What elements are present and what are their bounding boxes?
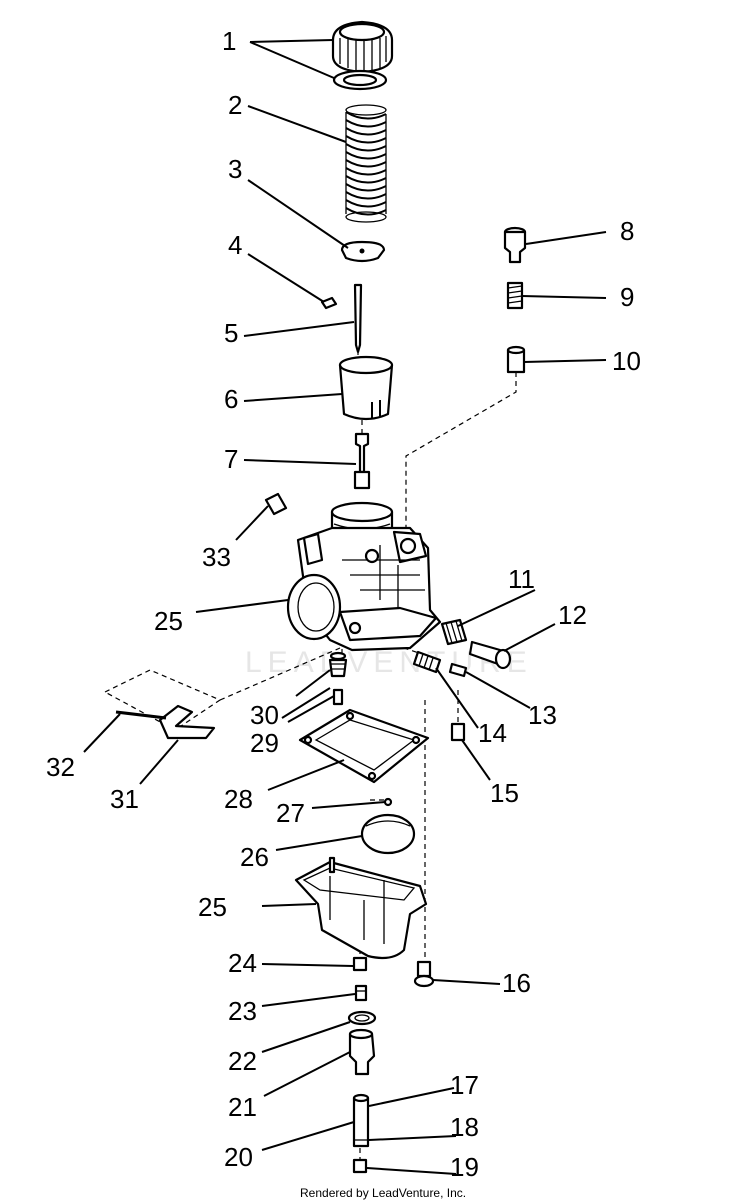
part-31-bracket [158, 704, 216, 740]
callout-19: 19 [450, 1152, 479, 1182]
part-13-screw [448, 662, 468, 678]
callout-29: 29 [250, 728, 279, 758]
callout-18: 18 [450, 1112, 479, 1142]
part-26-float [360, 813, 416, 855]
part-27-ball [383, 797, 393, 807]
callout-17: 17 [450, 1070, 479, 1100]
part-25-float-bowl [294, 856, 428, 960]
callout-5: 5 [224, 318, 238, 348]
leader-lines [83, 39, 607, 1175]
part-5-needle [353, 283, 363, 354]
part-16-screw [413, 960, 435, 988]
part-12-screw [468, 640, 512, 670]
part-4-clip [320, 296, 338, 310]
callout-30: 30 [250, 700, 279, 730]
callout-13: 13 [528, 700, 557, 730]
callout-32: 32 [46, 752, 75, 782]
callout-22: 22 [228, 1046, 257, 1076]
callout-28: 28 [224, 784, 253, 814]
callout-21: 21 [228, 1092, 257, 1122]
callout-24: 24 [228, 948, 257, 978]
callout-1: 1 [222, 26, 236, 56]
callout-12: 12 [558, 600, 587, 630]
part-32-pin [115, 710, 167, 720]
callout-15: 15 [490, 778, 519, 808]
callout-25-body: 25 [154, 606, 183, 636]
part-24-jet [352, 956, 368, 972]
callout-33: 33 [202, 542, 231, 572]
part-28-gasket [298, 708, 430, 784]
part-10-plug [506, 345, 526, 374]
callout-26: 26 [240, 842, 269, 872]
callout-11: 11 [508, 564, 535, 594]
part-2-spring [345, 104, 387, 223]
callout-2: 2 [228, 90, 242, 120]
callout-8: 8 [620, 216, 634, 246]
callout-10: 10 [612, 346, 641, 376]
callout-labels: 1 2 3 4 5 6 7 8 9 10 11 12 13 14 15 16 1… [46, 26, 641, 1182]
callout-16: 16 [502, 968, 531, 998]
callout-3: 3 [228, 154, 242, 184]
part-33-cap [264, 492, 288, 516]
part-15-jet [450, 722, 466, 742]
part-23-jet [354, 984, 368, 1002]
part-7-screw [353, 432, 371, 490]
part-19-cap [352, 1158, 368, 1174]
callout-9: 9 [620, 282, 634, 312]
callout-7: 7 [224, 444, 238, 474]
carburetor-body [286, 501, 442, 652]
callout-31: 31 [110, 784, 139, 814]
part-21-nut [348, 1028, 376, 1076]
part-29-jet [332, 688, 344, 706]
callout-20: 20 [224, 1142, 253, 1172]
part-6-slide [338, 355, 394, 421]
part-22-oring [347, 1010, 377, 1026]
part-14-spring [412, 650, 442, 674]
part-8-adjuster [503, 226, 527, 264]
callout-23: 23 [228, 996, 257, 1026]
callout-4: 4 [228, 230, 242, 260]
callout-27: 27 [276, 798, 305, 828]
part-30-jet-holder [328, 651, 348, 678]
callout-6: 6 [224, 384, 238, 414]
part-20-tube [352, 1093, 370, 1148]
footer-credit: Rendered by LeadVenture, Inc. [300, 1186, 466, 1200]
callout-25-bowl: 25 [198, 892, 227, 922]
part-1-cap [331, 20, 394, 91]
part-3-plate [340, 240, 386, 263]
callout-14: 14 [478, 718, 507, 748]
part-9-spring [506, 281, 524, 310]
